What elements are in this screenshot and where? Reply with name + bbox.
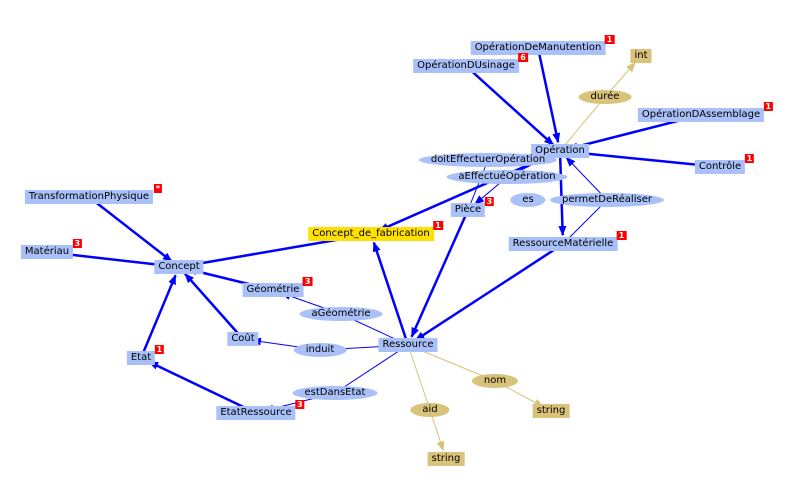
subclass-count-badge[interactable]: 3 — [295, 400, 305, 409]
node-label: OpérationDeManutention — [474, 42, 602, 53]
node-label: OpérationDUsinage — [417, 60, 515, 71]
node-label: Ressource — [382, 339, 434, 350]
node-label: Géométrie — [246, 284, 300, 295]
node-label: aid — [422, 404, 438, 415]
node-label: Coût — [231, 333, 255, 344]
node-label: RessourceMatérielle — [512, 238, 614, 249]
edge-rmat-permet — [562, 199, 608, 245]
node-label: Contrôle — [698, 161, 742, 172]
node-aeff[interactable]: aEffectuéOpération — [446, 170, 568, 184]
node-label: permetDeRéaliser — [562, 194, 652, 205]
edge-piece-res — [410, 209, 470, 338]
node-label: aEffectuéOpération — [458, 171, 556, 182]
node-label: induit — [305, 344, 335, 355]
node-label: Etat — [130, 352, 152, 363]
node-permet[interactable]: permetDeRéaliser — [550, 193, 664, 207]
subclass-count-badge[interactable]: 1 — [763, 102, 774, 111]
subclass-count-badge[interactable]: 1 — [616, 231, 627, 240]
node-cout[interactable]: Coût — [227, 332, 259, 346]
node-label: TransformationPhysique — [28, 191, 150, 202]
node-label: Matériau — [24, 246, 70, 257]
edge-usin-oper — [465, 65, 555, 146]
edge-ctrl-oper — [567, 148, 721, 169]
edge-res-cfab — [372, 241, 410, 346]
node-res[interactable]: Ressource — [378, 338, 438, 352]
node-doit[interactable]: doitEffectuerOpération — [418, 153, 558, 167]
node-label: string — [536, 405, 566, 416]
subclass-count-badge[interactable]: 3 — [302, 277, 313, 286]
node-label: estDansEtat — [304, 387, 366, 398]
node-label: OpérationDAssemblage — [641, 109, 761, 120]
node-label: Opération — [535, 145, 585, 156]
subclass-count-badge[interactable]: 1 — [433, 221, 443, 230]
node-str1[interactable]: string — [532, 404, 570, 418]
node-concept[interactable]: Concept — [154, 260, 204, 274]
node-label: EtatRessource — [220, 407, 292, 418]
node-label: nom — [483, 375, 507, 386]
node-label: int — [634, 50, 648, 61]
edge-oper-duree — [559, 96, 606, 152]
node-label: Concept — [158, 261, 200, 272]
subclass-count-badge[interactable]: 3 — [484, 197, 495, 206]
subclass-count-badge[interactable]: 3 — [72, 239, 83, 248]
node-aid[interactable]: aid — [410, 403, 450, 417]
edge-piece-doit — [467, 159, 489, 211]
edge-trans-concept — [88, 196, 173, 263]
node-label: string — [431, 453, 461, 464]
edge-oper-rmat — [558, 150, 567, 237]
edge-res-estdans — [334, 344, 409, 394]
edge-cout-concept — [184, 272, 244, 340]
subclass-count-badge[interactable]: * — [153, 184, 163, 193]
node-duree[interactable]: durée — [578, 90, 632, 104]
subclass-count-badge[interactable]: 6 — [518, 53, 528, 62]
edge-etat-concept — [139, 274, 177, 359]
node-es[interactable]: es — [510, 193, 546, 207]
subclass-count-badge[interactable]: 1 — [604, 35, 615, 44]
edge-rmat-res — [414, 242, 564, 342]
node-nom[interactable]: nom — [471, 374, 519, 388]
edge-permet-oper — [565, 156, 608, 201]
edge-etatres-etat — [148, 360, 257, 415]
node-label: Pièce — [454, 204, 482, 215]
node-trans[interactable]: TransformationPhysique* — [24, 184, 163, 204]
node-label: durée — [590, 91, 620, 102]
subclass-count-badge[interactable]: 1 — [744, 154, 755, 163]
node-induit[interactable]: induit — [293, 343, 347, 357]
node-ageo[interactable]: aGéométrie — [299, 307, 383, 321]
subclass-count-badge[interactable]: 1 — [154, 345, 165, 354]
node-label: doitEffectuerOpération — [430, 154, 546, 165]
node-label: aGéométrie — [311, 308, 371, 319]
node-label: Concept_de_fabrication — [312, 228, 430, 239]
node-label: es — [522, 194, 534, 205]
edge-res-aid — [407, 344, 431, 411]
edge-manut-oper — [536, 47, 561, 144]
node-int[interactable]: int — [630, 49, 652, 63]
node-str2[interactable]: string — [427, 452, 465, 466]
node-estdans[interactable]: estDansEtat — [292, 386, 378, 400]
